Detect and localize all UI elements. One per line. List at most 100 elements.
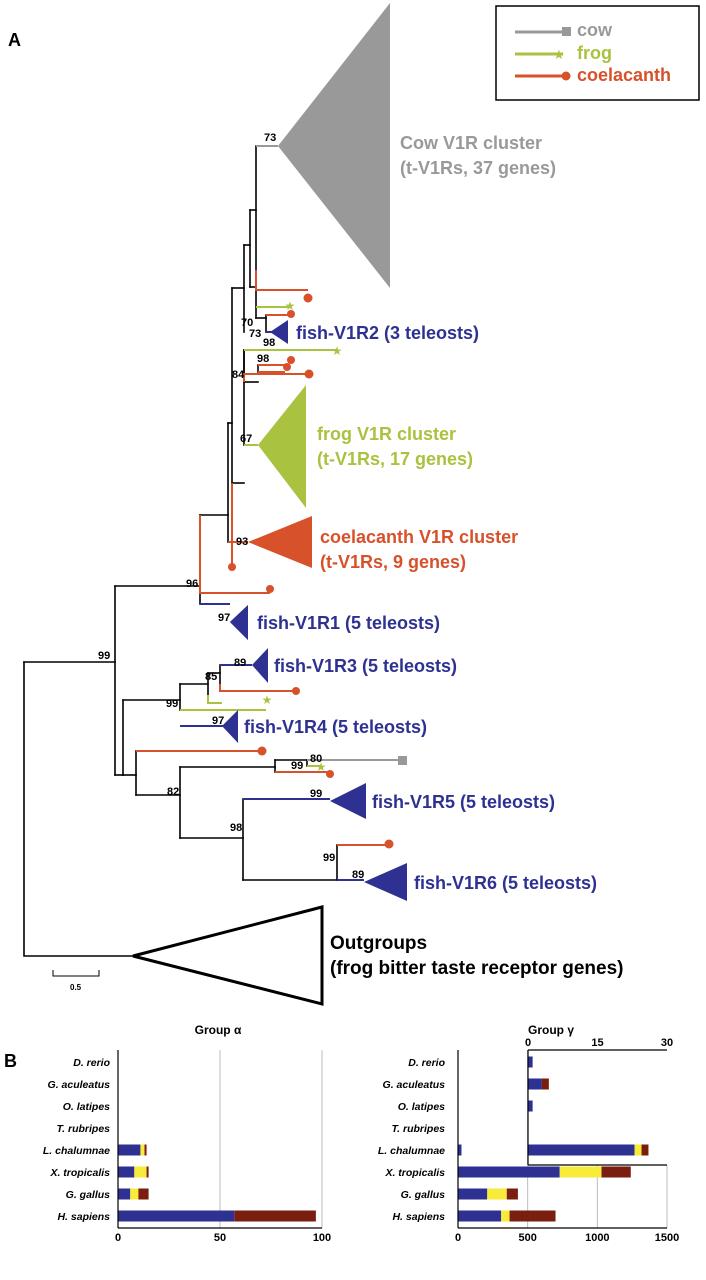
bootstrap-value: 99 xyxy=(323,852,335,864)
outgroups-label-2: (frog bitter taste receptor genes) xyxy=(330,958,624,979)
coelacanth-cluster-label-2: (t-V1Rs, 9 genes) xyxy=(320,552,466,572)
fish-v1r6-triangle xyxy=(364,863,407,901)
x-tick-label: 30 xyxy=(661,1037,673,1049)
bar-segment xyxy=(134,1166,147,1178)
bootstrap-value: 80 xyxy=(310,753,322,765)
chart-gamma-title: Group γ xyxy=(528,1023,574,1037)
species-label: G. gallus xyxy=(401,1189,446,1201)
bar-segment xyxy=(118,1144,141,1156)
bar-segment xyxy=(501,1210,510,1222)
panel-b-label: B xyxy=(4,1051,17,1071)
bootstrap-value: 97 xyxy=(212,715,224,727)
x-tick-label: 15 xyxy=(591,1037,603,1049)
coelacanth-cluster-triangle xyxy=(248,516,312,568)
bar-segment xyxy=(146,1166,149,1178)
colored-branches: ★ ★ ★ xyxy=(136,145,407,881)
bar-segment xyxy=(601,1166,631,1178)
bar-segment xyxy=(528,1078,542,1090)
cow-cluster-label-2: (t-V1Rs, 37 genes) xyxy=(400,158,556,178)
species-label: G. aculeatus xyxy=(48,1079,111,1091)
svg-text:★: ★ xyxy=(332,344,343,358)
species-label: O. latipes xyxy=(398,1101,445,1113)
bootstrap-value: 89 xyxy=(234,657,246,669)
species-labels-alpha: D. rerio G. aculeatus O. latipes T. rubr… xyxy=(43,1057,111,1223)
bar-segment xyxy=(458,1166,560,1178)
legend-frog-star-icon: ★ xyxy=(553,47,565,62)
x-tick-label: 0 xyxy=(525,1037,531,1049)
fish-v1r5-triangle xyxy=(330,783,366,819)
bar-segment xyxy=(118,1166,135,1178)
panel-a: A cow ★ frog coelacanth xyxy=(8,3,700,1006)
x-tick-label: 50 xyxy=(214,1232,226,1244)
legend-coelacanth-dot-icon xyxy=(561,71,571,81)
svg-text:★: ★ xyxy=(262,693,273,707)
bootstrap-value: 82 xyxy=(167,786,179,798)
species-label: D. rerio xyxy=(408,1057,445,1069)
bar-segment xyxy=(118,1188,131,1200)
bootstrap-value: 97 xyxy=(218,612,230,624)
bar-segment xyxy=(458,1144,462,1156)
bar-segment xyxy=(234,1210,316,1222)
tree-branches xyxy=(23,145,338,957)
species-label: O. latipes xyxy=(63,1101,110,1113)
chart-gamma-inset: 0 15 30 xyxy=(525,1037,673,1166)
chart-gamma: 0 500 1000 1500 xyxy=(455,1050,679,1244)
bar-segment xyxy=(559,1166,602,1178)
fish-v1r4-triangle xyxy=(222,710,238,743)
x-tick-label: 0 xyxy=(115,1232,121,1244)
clusters xyxy=(132,3,407,1006)
fish-v1r2-triangle xyxy=(270,320,288,344)
bootstrap-value: 99 xyxy=(291,760,303,772)
cluster-labels: Cow V1R cluster (t-V1Rs, 37 genes) fish-… xyxy=(244,133,624,979)
fish-v1r3-triangle xyxy=(252,648,268,683)
x-tick-label: 500 xyxy=(518,1232,536,1244)
species-label: H. sapiens xyxy=(392,1211,445,1223)
x-tick-label: 1500 xyxy=(655,1232,679,1244)
bootstrap-value: 99 xyxy=(166,698,178,710)
panel-a-label: A xyxy=(8,30,21,50)
bar-segment xyxy=(528,1100,533,1112)
bar-segment xyxy=(458,1210,502,1222)
frog-cluster-label-1: frog V1R cluster xyxy=(317,424,456,444)
bootstrap-value: 99 xyxy=(310,788,322,800)
bar-segment xyxy=(506,1188,518,1200)
bar-segment xyxy=(528,1144,635,1156)
bootstrap-value: 73 xyxy=(249,328,261,340)
species-label: H. sapiens xyxy=(57,1211,110,1223)
bar-segment xyxy=(541,1078,549,1090)
bar-segment xyxy=(144,1144,147,1156)
bar-segment xyxy=(528,1056,533,1068)
bootstrap-value: 73 xyxy=(264,132,276,144)
bar-segment xyxy=(130,1188,139,1200)
bar-segment xyxy=(634,1144,642,1156)
x-tick-label: 1000 xyxy=(585,1232,609,1244)
species-label: X. tropicalis xyxy=(384,1167,445,1179)
x-tick-label: 100 xyxy=(313,1232,331,1244)
legend-coelacanth-label: coelacanth xyxy=(577,65,671,85)
bootstrap-value: 98 xyxy=(257,353,269,365)
bootstrap-value: 96 xyxy=(186,578,198,590)
bar-segment xyxy=(118,1210,235,1222)
species-label: T. rubripes xyxy=(57,1123,111,1135)
bootstrap-value: 84 xyxy=(232,369,245,381)
fish-v1r4-label: fish-V1R4 (5 teleosts) xyxy=(244,717,427,737)
svg-text:★: ★ xyxy=(285,299,296,313)
legend-frog-label: frog xyxy=(577,43,612,63)
bar-segment xyxy=(458,1188,488,1200)
frog-cluster-triangle xyxy=(258,385,306,508)
cow-cluster-triangle xyxy=(278,3,390,288)
outgroups-label-1: Outgroups xyxy=(330,933,427,954)
legend-cow-label: cow xyxy=(577,20,613,40)
bar-segment xyxy=(140,1144,145,1156)
bar-segment xyxy=(138,1188,149,1200)
bootstrap-value: 89 xyxy=(352,869,364,881)
bar-segment xyxy=(641,1144,649,1156)
x-tick-label: 0 xyxy=(455,1232,461,1244)
bootstrap-value: 93 xyxy=(236,536,248,548)
bootstrap-values: 73 70 73 98 98 84 67 93 96 97 99 89 85 9… xyxy=(98,132,364,881)
chart-alpha: 0 50 100 xyxy=(115,1050,331,1244)
bootstrap-value: 99 xyxy=(98,650,110,662)
svg-text:★: ★ xyxy=(316,760,327,774)
panel-b: B D. rerio G. aculeatus O. latipes T. ru… xyxy=(4,1023,679,1244)
